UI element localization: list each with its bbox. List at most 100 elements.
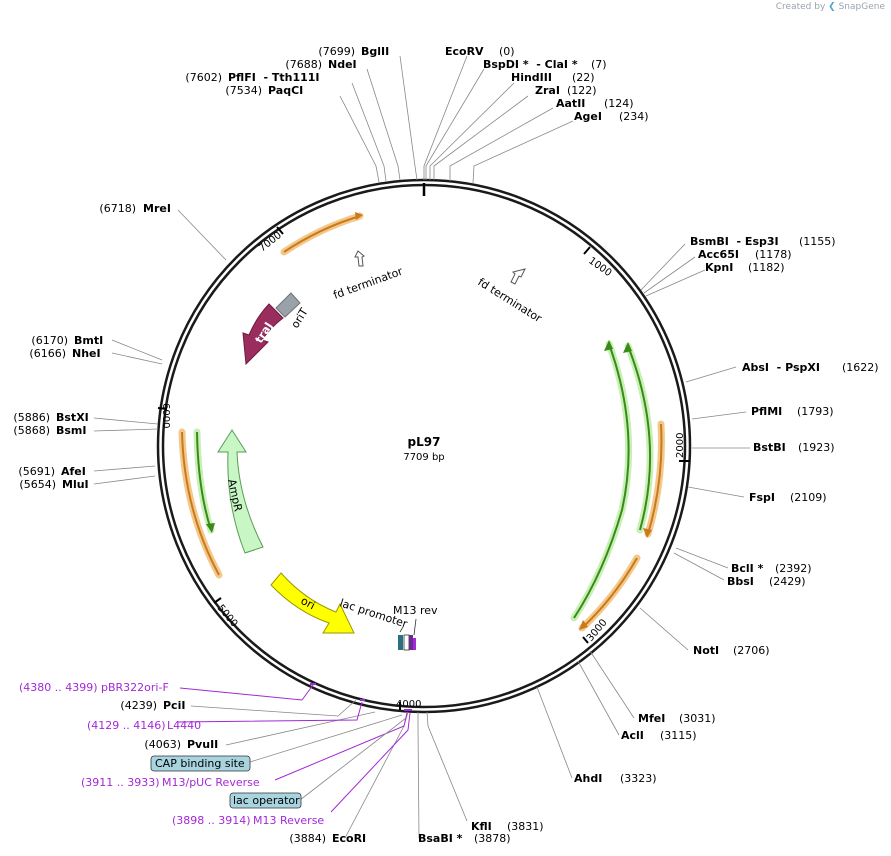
site-PaqCI: (7534)PaqCI <box>225 84 303 97</box>
site-ZraI: ZraI(122) <box>535 84 597 97</box>
feature-arc-top-orange <box>280 212 364 256</box>
boxed-labels: CAP binding site lac operator <box>150 755 302 809</box>
site-pos: (0) <box>499 45 515 58</box>
site-AhdI: AhdI (3323) <box>574 772 657 785</box>
site-name: BclI * <box>731 562 764 575</box>
site-MreI: (6718)MreI <box>99 202 171 215</box>
primer-M13-Reverse: (3898 .. 3914)M13 Reverse <box>172 814 324 827</box>
site-PvuII: (4063)PvuII <box>144 738 218 751</box>
site-KpnI: KpnI (1182) <box>705 261 785 274</box>
ampR-arrow <box>217 429 264 554</box>
site-name: KflI <box>471 820 492 833</box>
site-name: AfeI <box>61 465 86 478</box>
site-pos: (1182) <box>748 261 785 274</box>
site-pos: (7) <box>591 58 607 71</box>
primer-pBR322ori-F: (4380 .. 4399)pBR322ori-F <box>19 681 169 694</box>
site-MfeI: MfeI(3031) <box>638 712 716 725</box>
site-name: BglII <box>361 45 389 58</box>
primer-name: L4440 <box>167 719 201 732</box>
site-name: BbsI <box>727 575 754 588</box>
site-BsmBI: BsmBI - Esp3I(1155) <box>690 235 836 248</box>
site-BglII: (7699)BglII <box>318 45 389 58</box>
site-name: NotI <box>693 644 719 657</box>
site-NheI: (6166)NheI <box>29 347 100 360</box>
site-pos: (1155) <box>799 235 836 248</box>
site-BstBI: BstBI(1923) <box>753 441 835 454</box>
site-pos: (5868) <box>13 424 50 437</box>
site-pos: (1793) <box>797 405 834 418</box>
site-pos: (7688) <box>285 58 322 71</box>
site-pos: (2392) <box>775 562 812 575</box>
site-name: ZraI <box>535 84 560 97</box>
site-name: EcoRI <box>332 832 366 845</box>
primer-range: (4129 .. 4146) <box>87 719 166 732</box>
site-PciI: (4239)PciI <box>120 699 185 712</box>
oriT-block <box>275 292 301 318</box>
site-KflI: KflI(3831) <box>471 820 544 833</box>
m13-rev-label: M13 rev <box>393 604 438 617</box>
primer-labels: (4380 .. 4399)pBR322ori-F (4129 .. 4146)… <box>19 681 324 827</box>
site-BspDI: BspDI * - ClaI * (7) <box>483 58 607 71</box>
box-leaders <box>249 714 407 801</box>
site-FspI: FspI(2109) <box>749 491 827 504</box>
ori-label: ori <box>299 594 318 612</box>
lac-promoter-box-1 <box>398 635 403 650</box>
site-NdeI: (7688)NdeI <box>285 58 356 71</box>
fd-terminator-left-label: fd terminator <box>332 265 405 302</box>
site-name: BsaBI * <box>418 832 463 845</box>
site-BmtI: (6170) BmtI <box>31 334 103 347</box>
site-name: AhdI <box>574 772 602 785</box>
site-pos: (7534) <box>225 84 262 97</box>
site-labels: (7699)BglII (7688)NdeI (7602)PflFI - Tth… <box>13 45 878 845</box>
lac-promoter-box-3 <box>409 635 413 650</box>
site-name: AclI <box>621 729 644 742</box>
features <box>178 212 665 651</box>
site-pos: (234) <box>619 110 649 123</box>
site-MluI: (5654)MluI <box>19 478 88 491</box>
site-BbsI: BbsI(2429) <box>727 575 806 588</box>
site-name: FspI <box>749 491 775 504</box>
site-name: BspDI * - ClaI * <box>483 58 578 71</box>
site-pos: (6718) <box>99 202 136 215</box>
site-name: KpnI <box>705 261 733 274</box>
site-pos: (1178) <box>755 248 792 261</box>
site-name: BmtI <box>74 334 103 347</box>
site-name: BsmI <box>56 424 87 437</box>
site-pos: (6166) <box>29 347 66 360</box>
site-AgeI: AgeI(234) <box>574 110 649 123</box>
site-name: BstBI <box>753 441 786 454</box>
fd-terminator-left-icon <box>354 250 365 267</box>
site-EcoRI: (3884) EcoRI <box>289 832 366 845</box>
primer-M13-pUC-Reverse: (3911 .. 3933)M13/pUC Reverse <box>81 776 260 789</box>
site-Acc65I: Acc65I (1178) <box>698 248 792 261</box>
site-pos: (6170) <box>31 334 68 347</box>
site-pos: (3884) <box>289 832 326 845</box>
site-EcoRV: EcoRV(0) <box>445 45 515 58</box>
lac-promoter-box-4 <box>413 638 416 650</box>
scale-ticks <box>157 226 690 710</box>
primer-leaders <box>177 683 412 813</box>
site-pos: (3323) <box>620 772 657 785</box>
plasmid-name: pL97 <box>408 435 441 449</box>
site-pos: (5691) <box>18 465 55 478</box>
site-BsmI: (5868) BsmI <box>13 424 86 437</box>
cap-binding-site-box: CAP binding site <box>150 755 251 772</box>
lac-operator-label: lac operator <box>233 794 300 807</box>
site-name: Acc65I <box>698 248 739 261</box>
tick-6000: 6000 <box>160 403 171 428</box>
site-name: AatII <box>556 97 585 110</box>
lac-promoter-box-2 <box>403 634 410 651</box>
site-pos: (2706) <box>733 644 770 657</box>
fd-terminator-right-label: fd terminator <box>475 276 544 326</box>
tick-4000: 4000 <box>396 699 421 710</box>
site-pos: (5654) <box>19 478 56 491</box>
site-AclI: AclI(3115) <box>621 729 697 742</box>
primer-name: M13 Reverse <box>253 814 324 827</box>
tick-1000: 1000 <box>586 255 613 279</box>
site-pos: (22) <box>572 71 595 84</box>
site-HindIII: HindIII(22) <box>511 71 595 84</box>
primer-range: (3911 .. 3933) <box>81 776 160 789</box>
site-pos: (7602) <box>185 71 222 84</box>
site-BclI: BclI * (2392) <box>731 562 812 575</box>
site-BstXI: (5886)BstXI <box>13 411 88 424</box>
